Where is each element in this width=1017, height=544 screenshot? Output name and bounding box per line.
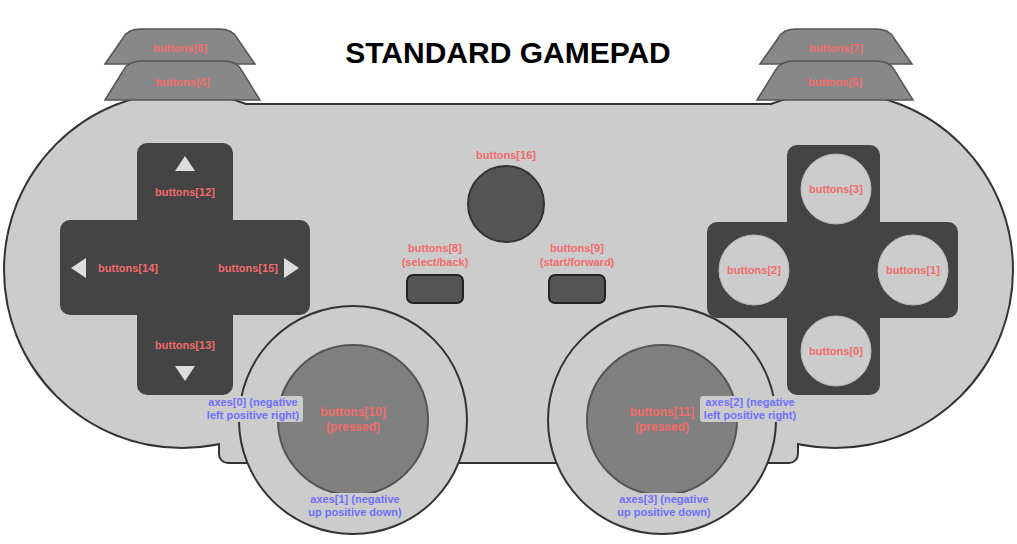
trigger-shape bbox=[760, 29, 912, 64]
small-button-shape bbox=[407, 275, 463, 303]
face-button-shape bbox=[719, 235, 789, 305]
trigger-button: buttons[7] bbox=[760, 28, 912, 64]
dpad-button: buttons[15] bbox=[210, 255, 286, 281]
diagram-title: STANDARD GAMEPAD bbox=[345, 36, 671, 70]
bumper-button: buttons[5] bbox=[757, 60, 913, 100]
trigger-shape bbox=[105, 29, 255, 64]
trigger-shape bbox=[105, 61, 260, 100]
stick-rings bbox=[239, 306, 776, 534]
home-button-shape bbox=[468, 166, 544, 242]
axis-label: axes[3] (negative up positive down) bbox=[614, 493, 714, 519]
body-fill bbox=[5, 93, 1012, 462]
bumper-button: buttons[4] bbox=[105, 60, 260, 100]
button-label: buttons[3] bbox=[809, 182, 863, 196]
trigger-shape bbox=[757, 61, 913, 100]
button-label: buttons[6] bbox=[153, 41, 207, 55]
button-label: buttons[4] bbox=[156, 75, 210, 89]
axis-label: axes[2] (negative left positive right) bbox=[700, 396, 800, 422]
face-button: buttons[0] bbox=[801, 316, 871, 386]
button-label: buttons[15] bbox=[218, 261, 278, 275]
button-label: buttons[7] bbox=[809, 41, 863, 55]
face-button-shape bbox=[801, 154, 871, 224]
button-label: buttons[11] (pressed) bbox=[617, 405, 707, 435]
face-button: buttons[2] bbox=[719, 235, 789, 305]
button-label: buttons[13] bbox=[155, 338, 215, 352]
body-outline bbox=[5, 93, 1012, 462]
start-button: buttons[9] (start/forward) bbox=[523, 241, 631, 305]
button-label: buttons[2] bbox=[727, 263, 781, 277]
button-label: buttons[1] bbox=[886, 263, 940, 277]
axis-label: axes[1] (negative up positive down) bbox=[305, 493, 405, 519]
button-label: buttons[14] bbox=[98, 261, 158, 275]
button-label: buttons[8] (select/back) bbox=[386, 241, 484, 269]
button-label: buttons[10] (pressed) bbox=[308, 405, 398, 435]
home-button: buttons[16] bbox=[455, 145, 557, 245]
dpad-button: buttons[13] bbox=[137, 331, 233, 359]
axis-label: axes[0] (negative left positive right) bbox=[203, 396, 303, 422]
face-button-shape bbox=[878, 235, 948, 305]
button-label: buttons[12] bbox=[155, 185, 215, 199]
dpad-button: buttons[14] bbox=[90, 255, 166, 281]
face-button: buttons[3] bbox=[801, 154, 871, 224]
select-button: buttons[8] (select/back) bbox=[386, 241, 484, 305]
button-label: buttons[9] (start/forward) bbox=[523, 241, 631, 269]
trigger-button: buttons[6] bbox=[105, 28, 255, 64]
small-button-shape bbox=[549, 275, 605, 303]
button-label: buttons[16] bbox=[476, 148, 536, 162]
button-label: buttons[0] bbox=[809, 344, 863, 358]
dpad-button: buttons[12] bbox=[137, 178, 233, 206]
button-label: buttons[5] bbox=[808, 75, 862, 89]
face-button: buttons[1] bbox=[878, 235, 948, 305]
face-button-shape bbox=[801, 316, 871, 386]
